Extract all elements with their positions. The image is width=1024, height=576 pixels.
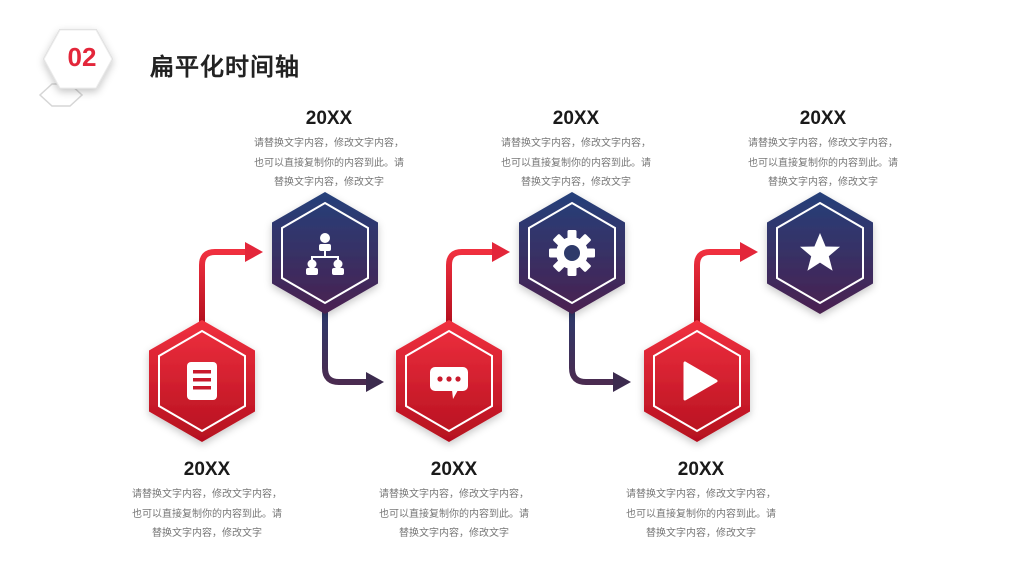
step-5-text: 20XX 请替换文字内容，修改文字内容， 也可以直接复制你的内容到此。请 替换文…	[601, 459, 801, 544]
step-3-text: 20XX 请替换文字内容，修改文字内容， 也可以直接复制你的内容到此。请 替换文…	[354, 459, 554, 544]
step-2-hexagon	[272, 192, 378, 314]
step-1-hexagon	[149, 320, 255, 442]
section-number: 02	[67, 42, 97, 72]
step-4-text: 20XX 请替换文字内容，修改文字内容， 也可以直接复制你的内容到此。请 替换文…	[476, 108, 676, 193]
connector-5	[694, 242, 758, 325]
step-4-hexagon	[519, 192, 625, 314]
team-icon	[306, 233, 344, 275]
gear-icon	[549, 230, 595, 276]
step-1-text: 20XX 请替换文字内容，修改文字内容， 也可以直接复制你的内容到此。请 替换文…	[107, 459, 307, 544]
step-2-desc: 请替换文字内容，修改文字内容， 也可以直接复制你的内容到此。请 替换文字内容，修…	[254, 138, 404, 188]
step-3-year: 20XX	[430, 459, 478, 480]
connector-4	[569, 302, 631, 392]
step-1-desc: 请替换文字内容，修改文字内容， 也可以直接复制你的内容到此。请 替换文字内容，修…	[132, 489, 282, 539]
step-6-hexagon	[767, 192, 873, 314]
step-5-year: 20XX	[677, 459, 725, 480]
page-title: 扁平化时间轴	[150, 53, 300, 81]
step-3-desc: 请替换文字内容，修改文字内容， 也可以直接复制你的内容到此。请 替换文字内容，修…	[379, 489, 529, 539]
step-4-year: 20XX	[552, 108, 600, 129]
connector-3	[446, 242, 510, 325]
step-2-year: 20XX	[305, 108, 353, 129]
play-icon	[683, 361, 718, 401]
step-4-desc: 请替换文字内容，修改文字内容， 也可以直接复制你的内容到此。请 替换文字内容，修…	[501, 138, 651, 188]
chat-icon	[430, 367, 468, 399]
step-6-desc: 请替换文字内容，修改文字内容， 也可以直接复制你的内容到此。请 替换文字内容，修…	[748, 138, 898, 188]
step-3-hexagon	[396, 320, 502, 442]
star-icon	[800, 233, 840, 271]
step-1-year: 20XX	[183, 459, 231, 480]
connector-1	[199, 242, 263, 325]
step-5-desc: 请替换文字内容，修改文字内容， 也可以直接复制你的内容到此。请 替换文字内容，修…	[626, 489, 776, 539]
step-6-text: 20XX 请替换文字内容，修改文字内容， 也可以直接复制你的内容到此。请 替换文…	[723, 108, 923, 193]
document-icon	[187, 362, 217, 400]
step-2-text: 20XX 请替换文字内容，修改文字内容， 也可以直接复制你的内容到此。请 替换文…	[229, 108, 429, 193]
connector-2	[322, 302, 384, 392]
step-6-year: 20XX	[799, 108, 847, 129]
step-5-hexagon	[644, 320, 750, 442]
header-badge	[38, 29, 114, 107]
